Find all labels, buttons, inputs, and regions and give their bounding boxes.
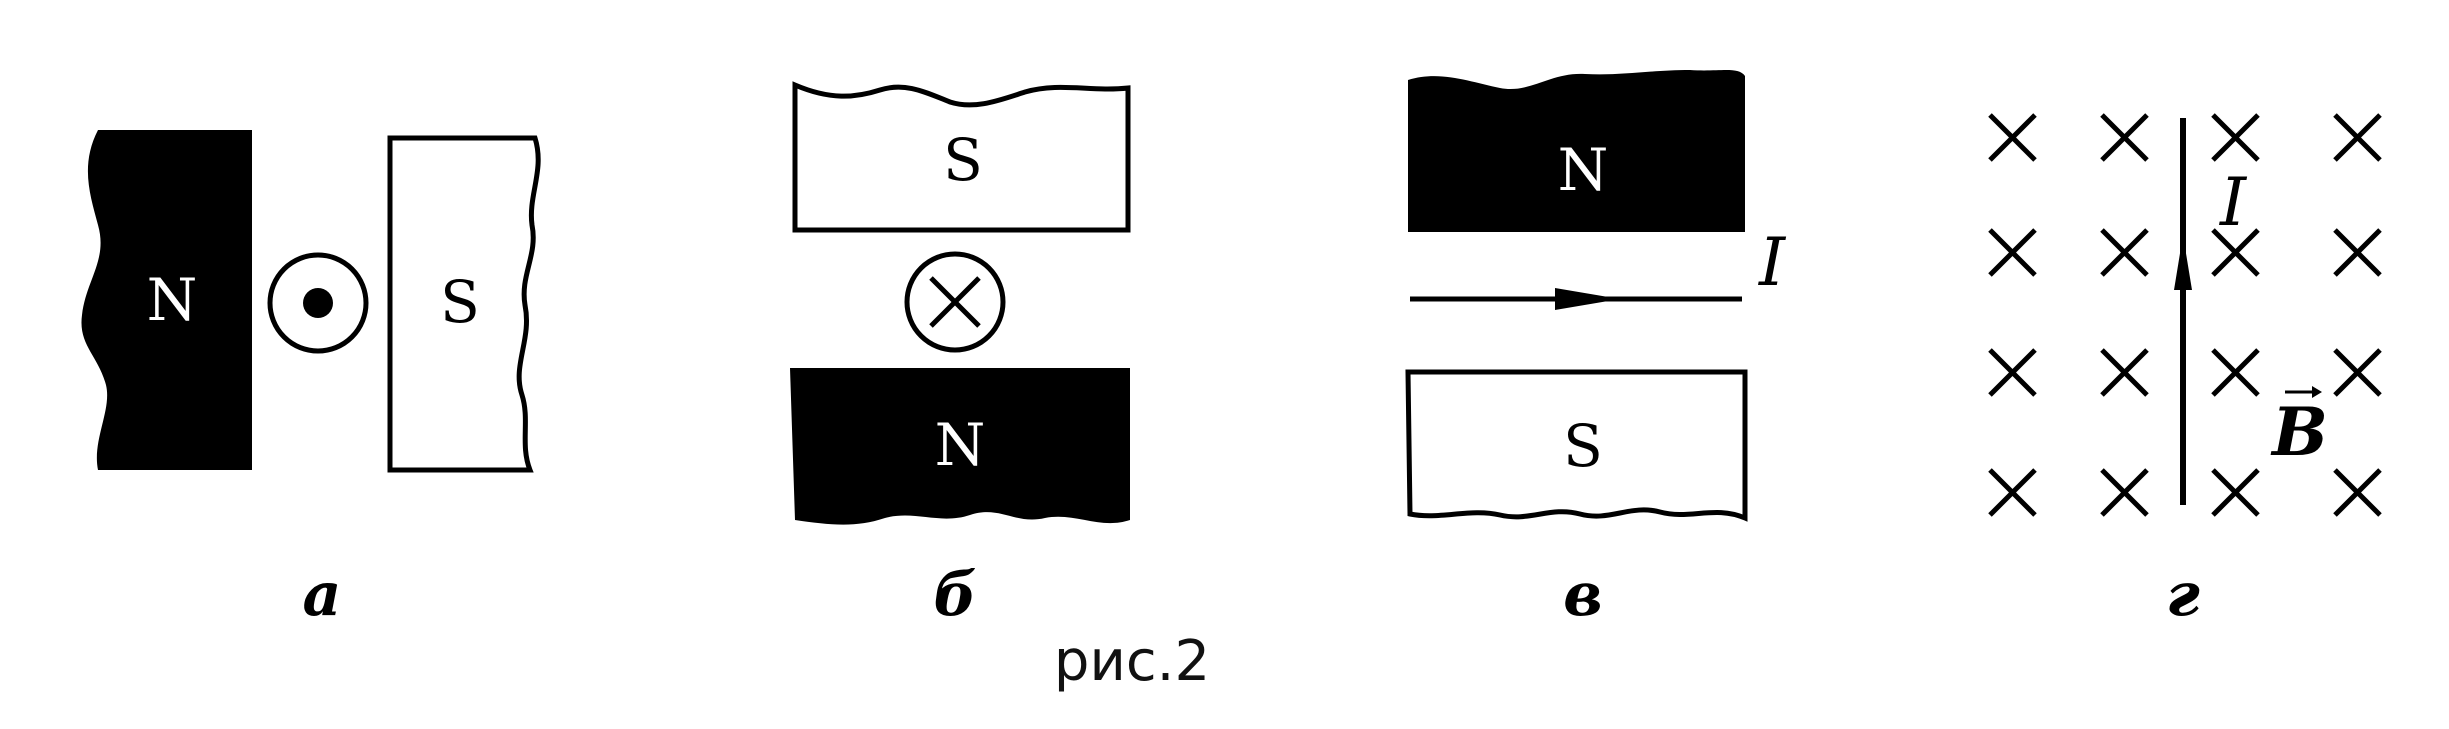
panel-letter-a: а: [303, 560, 342, 630]
panel-v: N I S в: [1405, 70, 1787, 630]
magnet-north-block: [1408, 70, 1745, 232]
conductor-circle: [904, 251, 1006, 353]
vector-arrow-icon: [2285, 386, 2322, 398]
panel-letter-g: г: [2166, 560, 2200, 630]
field-cross-icon: [2100, 113, 2149, 162]
field-cross-icon: [2100, 348, 2149, 397]
magnet-south-block: [387, 135, 541, 473]
figure-caption: рис.2: [1054, 629, 1210, 694]
field-cross-icon: [2333, 228, 2382, 277]
current-out-dot-icon: [303, 288, 333, 318]
pole-label-n: N: [1558, 136, 1609, 204]
field-cross-icon: [2100, 228, 2149, 277]
current-label: I: [1758, 224, 1787, 301]
pole-label-s: S: [943, 126, 983, 194]
field-cross-icon: [1988, 113, 2037, 162]
field-cross-icon: [2211, 113, 2260, 162]
conductor-circle: [267, 252, 369, 354]
magnet-north-block: [790, 368, 1130, 525]
magnet-north-block: [81, 130, 252, 470]
current-in-cross-icon: [929, 276, 981, 328]
pole-label-s: S: [1563, 412, 1603, 480]
field-cross-icon: [2211, 468, 2260, 517]
panel-b: S N б: [790, 81, 1131, 630]
field-crosses: [1988, 113, 2382, 517]
field-cross-icon: [1988, 348, 2037, 397]
field-cross-icon: [2211, 228, 2260, 277]
field-cross-icon: [2100, 468, 2149, 517]
panel-g: I B г: [1988, 113, 2382, 630]
panel-a: N S а: [81, 130, 541, 630]
field-cross-icon: [2333, 113, 2382, 162]
arrow-right-icon: [1555, 288, 1620, 310]
panel-letter-b: б: [933, 560, 976, 630]
magnet-south-block: [1405, 369, 1748, 522]
field-cross-icon: [2211, 348, 2260, 397]
field-cross-icon: [1988, 468, 2037, 517]
pole-label-n: N: [147, 266, 198, 334]
field-cross-icon: [2333, 348, 2382, 397]
current-label: I: [2219, 164, 2248, 241]
field-cross-icon: [2333, 468, 2382, 517]
panel-letter-v: в: [1563, 560, 1602, 630]
field-label: B: [2270, 393, 2328, 471]
arrow-up-icon: [2174, 235, 2192, 290]
pole-label-s: S: [440, 268, 480, 336]
magnet-south-block: [792, 81, 1131, 233]
pole-label-n: N: [935, 411, 986, 479]
field-cross-icon: [1988, 228, 2037, 277]
